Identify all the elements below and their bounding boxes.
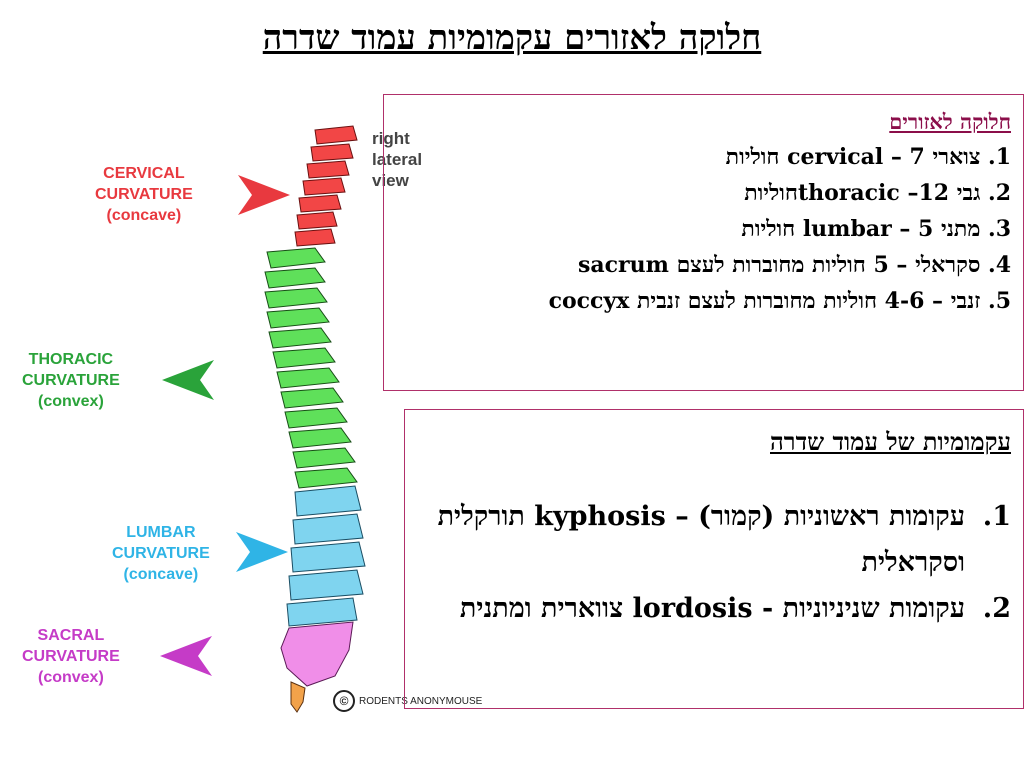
region-item: 1. צוארי cervical – 7 חוליות (725, 144, 1011, 170)
lumbar-vertebrae (286, 485, 366, 627)
sacral-name: SACRAL (37, 627, 105, 644)
cervical-arrow-icon (238, 175, 290, 215)
region-item: 3. מתני lumbar – 5 חוליות (741, 216, 1011, 242)
regions-box: חלוקה לאזורים 1. צוארי cervical – 7 חולי… (383, 94, 1024, 391)
thoracic-label: THORACIC CURVATURE (convex) (22, 349, 120, 412)
regions-heading: חלוקה לאזורים (889, 109, 1011, 134)
lumbar-name: LUMBAR (126, 524, 196, 541)
thoracic-name: THORACIC (28, 351, 114, 368)
thoracic-vertebrae (264, 247, 358, 489)
sacral-label: SACRAL CURVATURE (convex) (22, 625, 120, 688)
view-label-line2: lateral (372, 150, 423, 169)
sacral-type: (convex) (37, 669, 104, 686)
curvature-box: עקמומיות של עמוד שדרה 1. עקומות ראשוניות… (404, 409, 1024, 709)
region-item: 2. גבי thoracic –12חוליות (744, 180, 1011, 206)
curvature-item: 2. עקומות שניניוניות - lordosis צווארית … (405, 586, 1011, 632)
sacral-word: CURVATURE (22, 648, 120, 665)
copyright-icon: © (333, 690, 355, 712)
page-title: חלוקה לאזורים עקמומיות עמוד שדרה (262, 18, 762, 58)
cervical-word: CURVATURE (95, 186, 193, 203)
curvature-item-number: 1. (982, 501, 1011, 532)
cervical-name: CERVICAL (103, 165, 185, 182)
lumbar-type: (concave) (123, 566, 199, 583)
cervical-label: CERVICAL CURVATURE (concave) (95, 163, 193, 226)
region-item: 4. סקראלי – 5 חוליות מחוברות לעצם sacrum (578, 252, 1011, 278)
lumbar-word: CURVATURE (112, 545, 210, 562)
copyright-text: RODENTS ANONYMOUSE (359, 695, 483, 707)
view-label: right lateral view (372, 128, 422, 191)
curvature-heading: עקמומיות של עמוד שדרה (770, 427, 1011, 456)
lumbar-arrow-icon (236, 532, 288, 572)
copyright-mark: © RODENTS ANONYMOUSE (333, 690, 482, 712)
cervical-vertebrae (294, 125, 358, 247)
curvature-item-text: עקומות שניניוניות - lordosis צווארית ומת… (459, 593, 965, 624)
cervical-type: (concave) (106, 207, 182, 224)
region-item: 5. זנבי – 4-6 חוליות מחוברות לעצם זנבית … (548, 288, 1011, 314)
thoracic-type: (convex) (37, 393, 104, 410)
thoracic-word: CURVATURE (22, 372, 120, 389)
curvature-item-number: 2. (982, 593, 1011, 624)
view-label-line3: view (372, 171, 409, 190)
spine-illustration (264, 125, 366, 713)
sacral-arrow-icon (160, 636, 212, 676)
sacrum-bone (280, 621, 354, 687)
curvature-item: 1. עקומות ראשוניות (קמור) – kyphosis תור… (405, 494, 1011, 586)
lumbar-label: LUMBAR CURVATURE (concave) (112, 522, 210, 585)
coccyx-bone (290, 681, 306, 713)
curvature-item-text: עקומות ראשוניות (קמור) – kyphosis תורקלי… (437, 501, 965, 578)
view-label-line1: right (372, 129, 410, 148)
thoracic-arrow-icon (162, 360, 214, 400)
